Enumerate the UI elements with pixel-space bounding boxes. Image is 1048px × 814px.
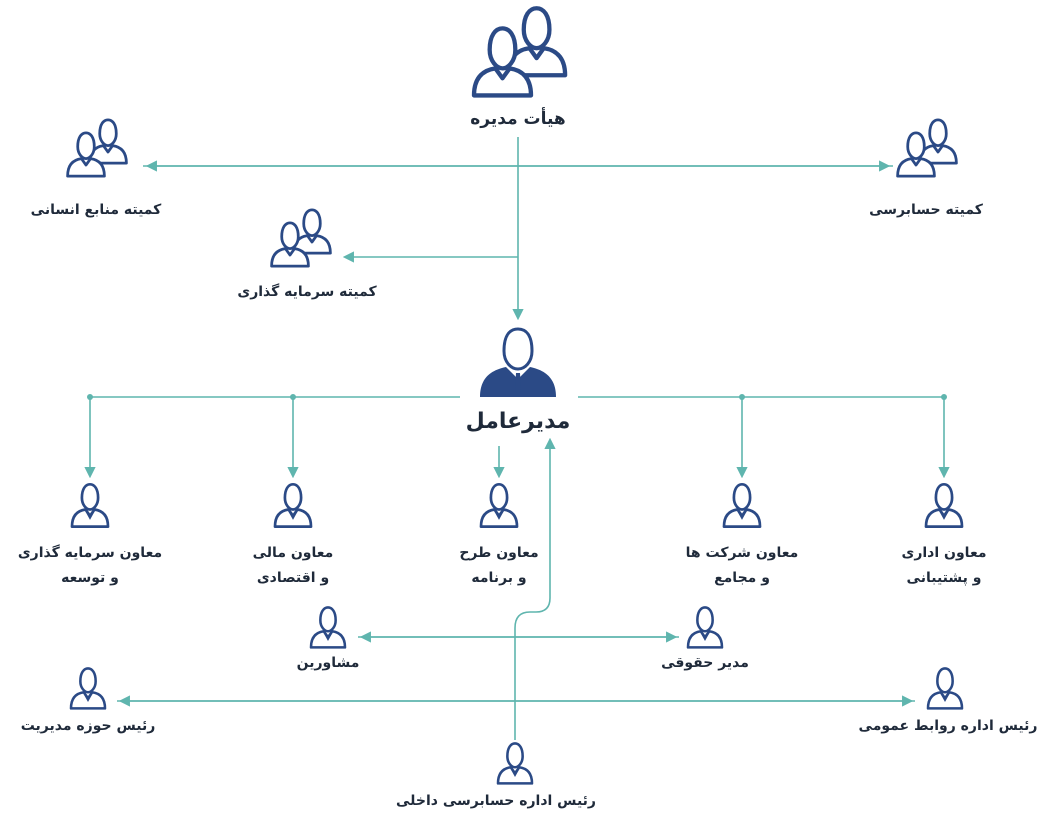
staff-advisors: مشاورین xyxy=(297,606,360,671)
deputy-subtitle: و پشتیبانی xyxy=(907,570,982,586)
person-icon xyxy=(69,667,107,710)
deputy-investment-dev: معاون سرمایه گذاری و توسعه xyxy=(18,482,162,586)
deputy-planning: معاون طرح و برنامه xyxy=(459,482,539,586)
ceo-node: مدیرعامل xyxy=(466,327,571,434)
person-icon xyxy=(722,482,762,528)
deputy-companies: معاون شرکت ها و مجامع xyxy=(686,482,799,586)
staff-label: رئیس اداره روابط عمومی xyxy=(859,718,1038,734)
deputy-admin: معاون اداری و پشتیبانی xyxy=(901,482,987,586)
group-icon xyxy=(66,118,128,178)
committee-audit: کمیته حسابرسی xyxy=(869,118,984,218)
deputy-finance: معاون مالی و اقتصادی xyxy=(253,482,334,586)
group-icon xyxy=(474,8,565,95)
ceo-label: مدیرعامل xyxy=(466,409,571,434)
committee-label: کمیته سرمایه گذاری xyxy=(237,283,377,300)
person-icon xyxy=(496,742,534,785)
staff-label: مدیر حقوقی xyxy=(661,655,749,671)
staff-legal: مدیر حقوقی xyxy=(661,606,749,671)
person-icon xyxy=(309,606,347,649)
staff-label: رئیس اداره حسابرسی داخلی xyxy=(396,793,596,809)
person-icon xyxy=(686,606,724,649)
deputy-subtitle: و برنامه xyxy=(471,570,526,586)
staff-label: رئیس حوزه مدیریت xyxy=(21,718,156,734)
deputy-title: معاون اداری xyxy=(901,545,986,561)
executive-icon xyxy=(480,327,556,397)
person-icon xyxy=(926,667,964,710)
board-label: هیأت مدیره xyxy=(470,107,565,129)
person-icon xyxy=(924,482,964,528)
staff-label: مشاورین xyxy=(297,655,360,671)
deputy-subtitle: و اقتصادی xyxy=(257,570,329,586)
deputy-subtitle: و توسعه xyxy=(61,570,119,586)
board-node: هیأت مدیره xyxy=(470,8,565,129)
person-icon xyxy=(70,482,110,528)
staff-public-relations: رئیس اداره روابط عمومی xyxy=(859,667,1038,734)
committee-hr: کمیته منابع انسانی xyxy=(31,118,162,218)
deputy-title: معاون مالی xyxy=(253,545,334,561)
staff-mgmt-office: رئیس حوزه مدیریت xyxy=(21,667,156,734)
committee-label: کمیته منابع انسانی xyxy=(31,202,162,218)
connectors xyxy=(84,137,950,740)
person-icon xyxy=(273,482,313,528)
committee-label: کمیته حسابرسی xyxy=(869,202,984,218)
deputy-title: معاون سرمایه گذاری xyxy=(18,544,162,561)
internal-audit-trunk xyxy=(514,437,556,740)
committee-investment: کمیته سرمایه گذاری xyxy=(237,208,377,300)
deputy-title: معاون شرکت ها xyxy=(686,545,799,561)
person-icon xyxy=(479,482,519,528)
group-icon xyxy=(896,118,958,178)
staff-internal-audit: رئیس اداره حسابرسی داخلی xyxy=(396,742,596,809)
group-icon xyxy=(270,208,332,268)
deputy-title: معاون طرح xyxy=(459,545,538,561)
deputy-subtitle: و مجامع xyxy=(714,570,770,586)
